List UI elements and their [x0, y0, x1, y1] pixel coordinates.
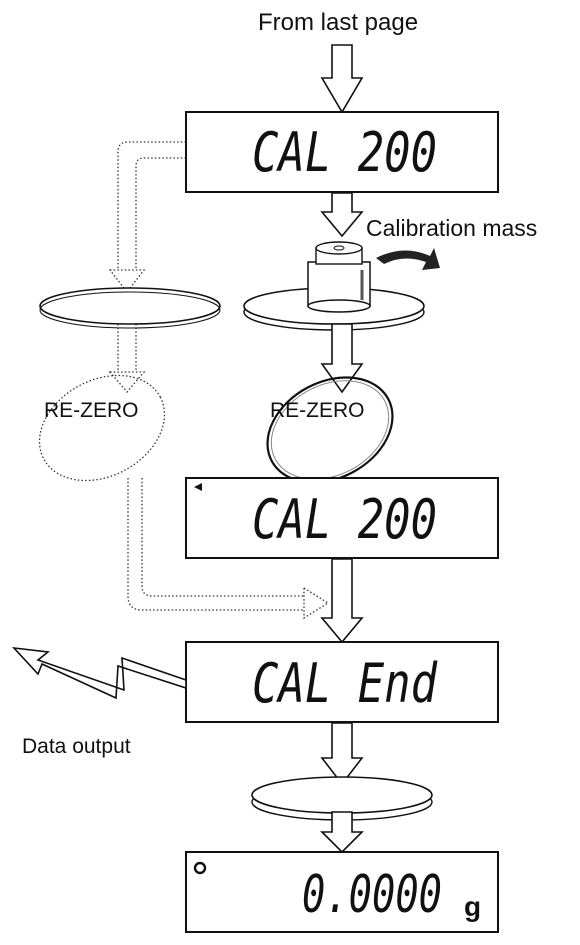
flow-arrow-top — [320, 44, 364, 114]
stable-indicator-icon — [194, 483, 202, 491]
from-last-page-label: From last page — [258, 9, 418, 36]
flow-arrow-to-result — [320, 811, 364, 854]
flow-arrow-to-mass — [320, 192, 364, 238]
dotted-path-left-middle — [117, 324, 137, 372]
data-output-label: Data output — [22, 735, 131, 758]
rezero-right-button-inner — [270, 380, 390, 480]
calibration-mass-label: Calibration mass — [366, 215, 537, 241]
dotted-path-left-top — [117, 141, 186, 270]
dotted-path-left-bottom-inner — [141, 478, 304, 597]
display-cal-200-text: CAL 200 — [252, 121, 437, 184]
rezero-left-label: RE-ZERO — [44, 399, 139, 422]
data-output-arrow-icon — [11, 646, 187, 700]
display-cal-200-second — [185, 477, 499, 559]
bottom-weighing-pan — [251, 776, 433, 814]
display-result-unit: g — [464, 891, 481, 922]
calibration-weight-icon — [307, 241, 371, 313]
display-result — [185, 851, 499, 933]
display-cal-200-second-text: CAL 200 — [252, 488, 437, 551]
dotted-arrowhead-right — [303, 586, 330, 620]
rezero-right-label: RE-ZERO — [270, 399, 365, 422]
left-pan-rim — [39, 291, 221, 329]
stable-mark-icon — [193, 861, 207, 875]
mass-placement-arrow-icon — [376, 248, 440, 270]
display-cal-200 — [185, 111, 499, 193]
display-result-value: 0.0000 — [302, 865, 442, 925]
rezero-right-button — [266, 376, 394, 484]
flow-arrow-to-bottom-pan — [320, 722, 364, 786]
dotted-path-left-top-inner — [135, 157, 186, 270]
left-weighing-pan — [39, 287, 221, 325]
display-cal-end — [185, 641, 499, 723]
rezero-left-button — [38, 374, 166, 482]
flow-arrow-to-cal-end — [320, 558, 364, 644]
display-cal-end-text: CAL End — [252, 652, 438, 715]
